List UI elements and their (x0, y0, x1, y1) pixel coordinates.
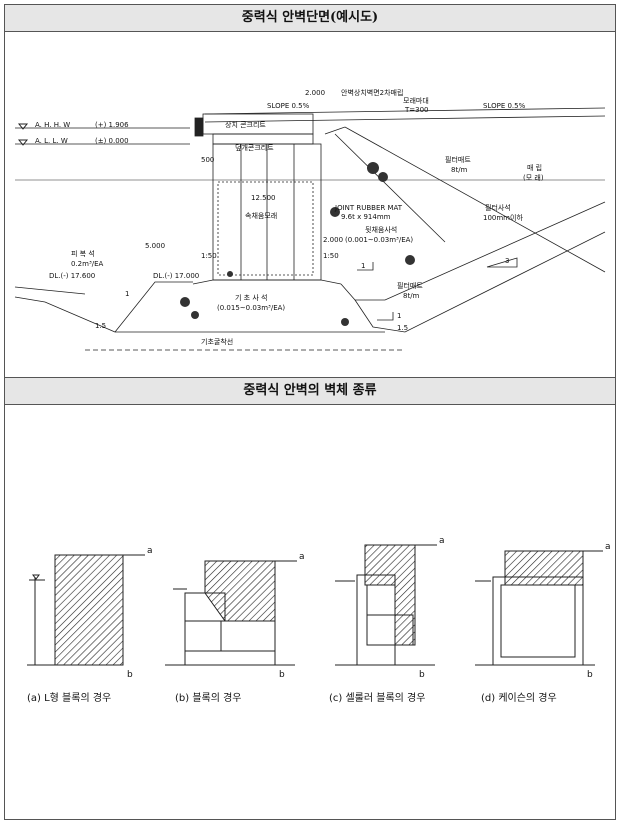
svg-text:1: 1 (361, 262, 365, 270)
document-frame: 중력식 안벽단면(예시도) 중력식 안벽의 벽체 종류 (4, 4, 616, 820)
svg-text:모래마대: 모래마대 (403, 96, 429, 105)
wall-type-a (27, 554, 145, 666)
svg-text:DL.(-) 17.000: DL.(-) 17.000 (153, 272, 199, 280)
svg-text:12.500: 12.500 (251, 194, 276, 202)
svg-text:a: a (605, 542, 611, 552)
section-title-cross-section: 중력식 안벽단면(예시도) (5, 5, 615, 32)
svg-text:(0.015~0.03m³/EA): (0.015~0.03m³/EA) (217, 304, 285, 312)
svg-text:(±) 0.000: (±) 0.000 (95, 137, 129, 145)
svg-text:8t/m: 8t/m (451, 166, 468, 174)
svg-text:A. L. L. W: A. L. L. W (35, 137, 68, 145)
svg-text:필터매트: 필터매트 (397, 281, 423, 290)
svg-text:b: b (587, 670, 593, 680)
svg-text:1.5: 1.5 (95, 322, 106, 330)
svg-text:DL.(-) 17.600: DL.(-) 17.600 (49, 272, 95, 280)
deck-line (204, 107, 606, 115)
svg-text:9.6t x 914mm: 9.6t x 914mm (341, 213, 391, 221)
svg-text:3: 3 (505, 257, 509, 265)
wall-type-c (335, 544, 437, 666)
svg-text:SLOPE 0.5%: SLOPE 0.5% (267, 102, 310, 110)
svg-text:SLOPE 0.5%: SLOPE 0.5% (483, 102, 526, 110)
svg-text:기 초 사 석: 기 초 사 석 (235, 293, 267, 302)
svg-text:500: 500 (201, 156, 214, 164)
wall-type-d (475, 550, 603, 666)
svg-text:(0.001~0.03m³/EA): (0.001~0.03m³/EA) (345, 236, 413, 244)
svg-text:b: b (279, 670, 285, 680)
svg-text:안벽상치벽면2차매립: 안벽상치벽면2차매립 (341, 88, 403, 97)
svg-text:뒷채움사석: 뒷채움사석 (365, 225, 397, 234)
svg-text:a: a (147, 546, 153, 556)
caisson-footing (192, 279, 342, 285)
svg-text:1: 1 (125, 290, 129, 298)
quay-wall-cross-section: A. H. H. W (+) 1.906 A. L. L. W (±) 0.00… (14, 88, 606, 351)
svg-text:상치 콘크리트: 상치 콘크리트 (225, 120, 266, 129)
svg-text:b: b (127, 670, 133, 680)
svg-text:매 립: 매 립 (527, 164, 542, 172)
svg-text:JOINT RUBBER MAT: JOINT RUBBER MAT (334, 204, 403, 212)
svg-text:1:50: 1:50 (201, 252, 217, 260)
svg-text:2.000: 2.000 (323, 236, 343, 244)
svg-text:1:50: 1:50 (323, 252, 339, 260)
section-title-wall-types: 중력식 안벽의 벽체 종류 (5, 378, 615, 405)
svg-text:속채움모래: 속채움모래 (245, 211, 277, 220)
svg-text:5.000: 5.000 (145, 242, 165, 250)
caption-a: (a) L형 블록의 경우 (27, 691, 111, 704)
svg-text:1.5: 1.5 (397, 324, 408, 332)
svg-text:필터매트: 필터매트 (445, 155, 471, 164)
svg-text:b: b (419, 670, 425, 680)
svg-text:A. H. H. W: A. H. H. W (35, 121, 70, 129)
back-fill-slope (324, 126, 606, 273)
caption-c: (c) 셀룰러 블록의 경우 (329, 691, 425, 704)
svg-text:a: a (299, 552, 305, 562)
caption-d: (d) 케이슨의 경우 (481, 691, 557, 704)
svg-text:덮개콘크리트: 덮개콘크리트 (235, 143, 274, 152)
svg-text:(모 래): (모 래) (523, 173, 544, 182)
svg-text:T=300: T=300 (404, 106, 429, 114)
svg-text:a: a (439, 536, 445, 546)
svg-text:기초굴착선: 기초굴착선 (201, 337, 233, 346)
svg-text:2.000: 2.000 (305, 89, 325, 97)
svg-text:8t/m: 8t/m (403, 292, 420, 300)
caption-b: (b) 블록의 경우 (175, 691, 242, 704)
svg-text:100mm이하: 100mm이하 (483, 213, 523, 222)
wall-types-diagram: a b a b a b a b (a) L형 블록의 경우 (b) 블록의 경우… (27, 536, 611, 704)
svg-text:필터사석: 필터사석 (485, 203, 511, 212)
svg-text:0.2m³/EA: 0.2m³/EA (71, 260, 104, 268)
svg-text:(+) 1.906: (+) 1.906 (95, 121, 129, 129)
wall-type-b (165, 560, 297, 666)
svg-text:1: 1 (397, 312, 401, 320)
section-divider (5, 377, 615, 378)
svg-text:피 복 석: 피 복 석 (71, 249, 95, 258)
